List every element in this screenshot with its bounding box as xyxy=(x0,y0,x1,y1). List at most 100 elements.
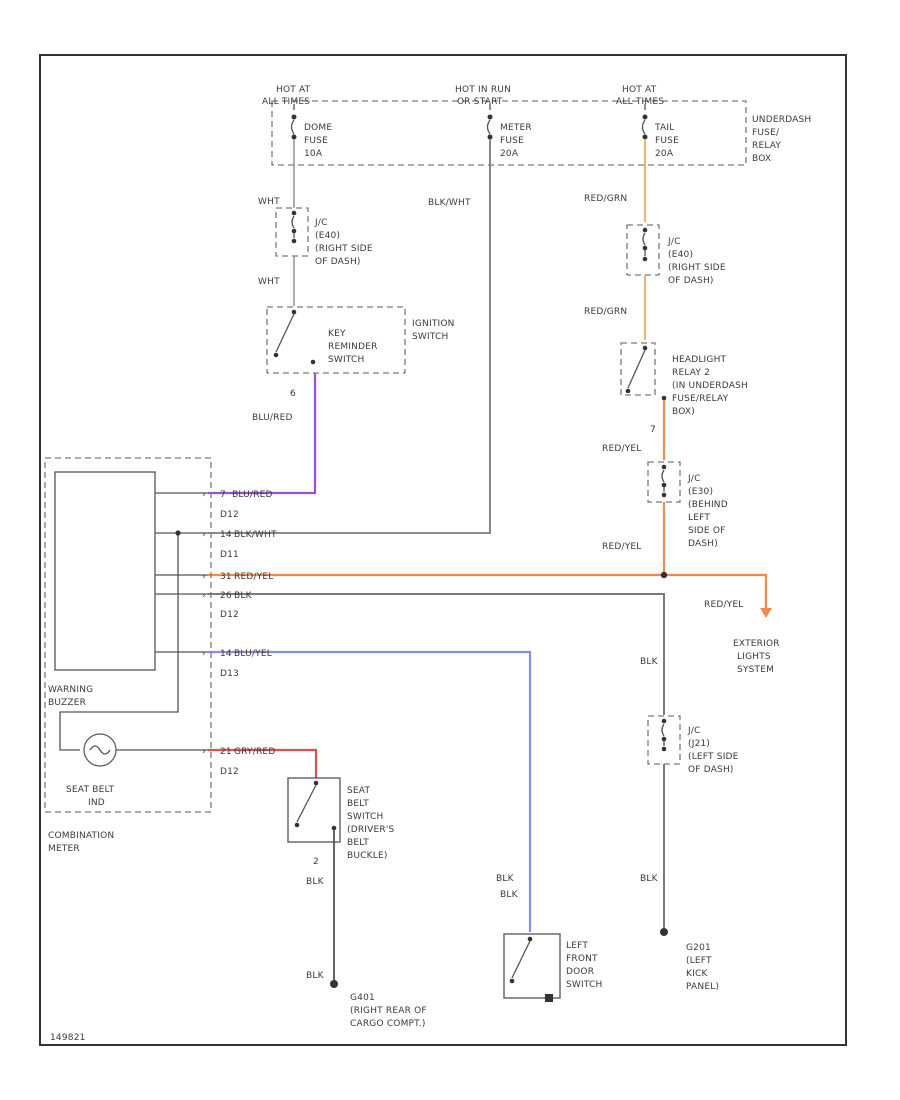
label-wht-2: WHT xyxy=(258,277,280,287)
key-reminder-switch xyxy=(273,309,316,365)
svg-text:›: › xyxy=(202,591,206,601)
svg-text:D13: D13 xyxy=(220,669,239,679)
svg-text:21: 21 xyxy=(220,747,232,757)
meter-pin-5: › 14 BLU/YEL D13 xyxy=(202,649,272,679)
relay-pin: 7 xyxy=(650,425,656,435)
arrow-exterior xyxy=(760,608,772,618)
label-blu-red: BLU/RED xyxy=(252,413,293,423)
jc-right-box xyxy=(626,224,660,276)
meter-pin-1: › 7 BLU/RED D12 xyxy=(202,490,273,520)
svg-text:BLK: BLK xyxy=(234,591,253,601)
label-blk-wht-top: BLK/WHT xyxy=(428,198,471,208)
meter-fuse xyxy=(486,104,493,140)
meter-pin-4: › 26 BLK D12 xyxy=(202,591,253,620)
combination-meter-outline xyxy=(44,457,212,813)
diagram-frame xyxy=(39,54,847,1046)
wire-blk-wht xyxy=(208,139,491,534)
seat-switch-pin: 2 xyxy=(313,857,319,867)
ground-g201 xyxy=(660,928,668,936)
svg-text:GRY/RED: GRY/RED xyxy=(234,747,275,757)
meter-pin-3: › 31 RED/YEL xyxy=(202,572,274,582)
wire-red-yel-main xyxy=(208,573,768,612)
svg-text:RED/YEL: RED/YEL xyxy=(234,572,274,582)
relay-box xyxy=(620,342,656,396)
svg-text:›: › xyxy=(202,530,206,540)
jc-left-splice xyxy=(291,210,297,244)
meter-pin-6: › 21 GRY/RED D12 xyxy=(202,747,275,777)
svg-text:›: › xyxy=(202,649,206,659)
dome-fuse xyxy=(290,104,297,140)
tail-fuse xyxy=(641,104,648,140)
label-blk-seat: BLK xyxy=(306,877,325,887)
diagram-code: 149821 xyxy=(50,1033,86,1043)
jc-low-splice xyxy=(661,718,667,752)
junction-red-yel xyxy=(660,571,668,579)
bulb-filament-icon xyxy=(89,745,111,755)
seat-belt-switch xyxy=(294,780,337,831)
label-wht-1: WHT xyxy=(258,197,280,207)
label-blk-door-1: BLK xyxy=(496,874,515,884)
jc-left-box xyxy=(275,207,309,257)
svg-text:14: 14 xyxy=(220,530,232,540)
jc-mid-splice xyxy=(661,464,667,498)
svg-text:D12: D12 xyxy=(220,610,239,620)
fuse-box-outline xyxy=(271,100,747,166)
label-red-yel-1: RED/YEL xyxy=(602,444,642,454)
jc-mid-box xyxy=(647,461,681,503)
wire-gry-red xyxy=(208,748,318,778)
door-switch-box xyxy=(503,933,561,999)
svg-text:›: › xyxy=(202,490,206,500)
svg-text:D12: D12 xyxy=(220,767,239,777)
svg-text:›: › xyxy=(202,572,206,582)
label-red-grn-1: RED/GRN xyxy=(584,194,627,204)
wire-blk-main xyxy=(208,593,665,715)
meter-junction xyxy=(175,530,181,536)
jc-right-splice xyxy=(642,227,648,262)
svg-text:BLU/YEL: BLU/YEL xyxy=(234,649,272,659)
svg-text:26: 26 xyxy=(220,591,232,601)
seat-switch-box xyxy=(287,777,341,843)
svg-text:›: › xyxy=(202,747,206,757)
ground-g401 xyxy=(330,980,338,988)
wire-blu-red xyxy=(208,373,317,495)
warning-buzzer-box xyxy=(54,471,156,671)
label-blk-door-2: BLK xyxy=(500,890,519,900)
meter-pin-2: › 14 BLK/WHT D11 xyxy=(202,530,277,560)
door-switch xyxy=(509,936,553,1002)
svg-text:14: 14 xyxy=(220,649,232,659)
label-blk-seat-gnd: BLK xyxy=(306,971,325,981)
svg-text:7: 7 xyxy=(220,490,226,500)
meter-line-bulb-feed xyxy=(59,533,179,751)
svg-text:31: 31 xyxy=(220,572,232,582)
label-red-yel-2: RED/YEL xyxy=(602,542,642,552)
label-blk-right-2: BLK xyxy=(640,874,659,884)
wire-blu-yel xyxy=(208,650,532,932)
svg-text:BLU/RED: BLU/RED xyxy=(232,490,273,500)
ignition-switch-box xyxy=(266,306,406,374)
label-blk-right-1: BLK xyxy=(640,657,659,667)
headlight-relay-switch xyxy=(625,345,667,401)
